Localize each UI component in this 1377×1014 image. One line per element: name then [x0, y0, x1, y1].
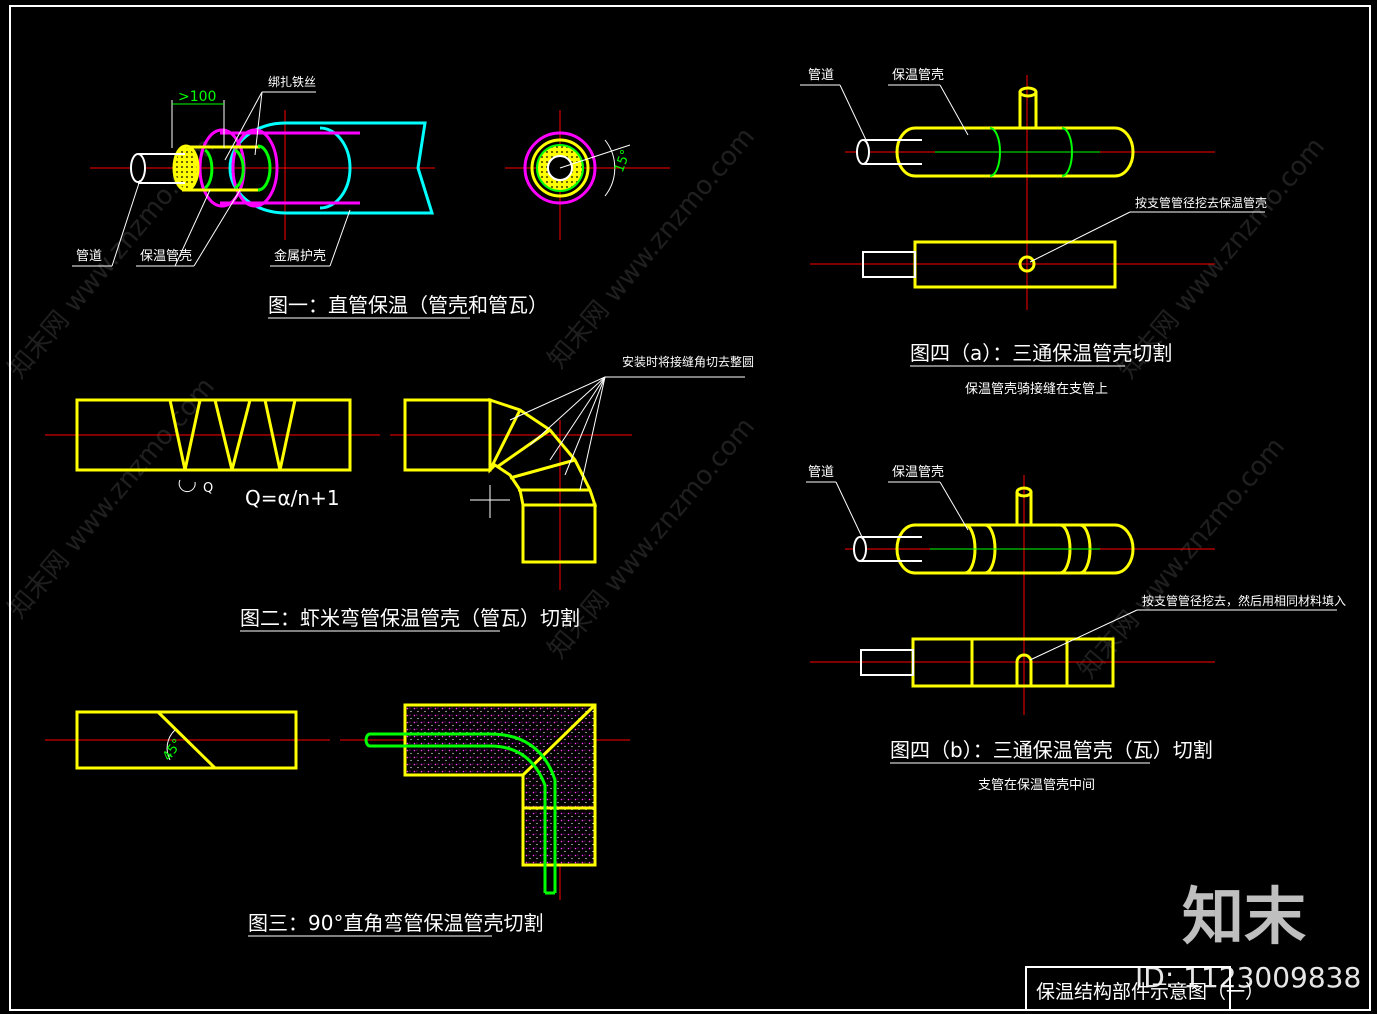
figure-2-shrimp-bend: Q Q=α/n+1 安装时将接缝角切去整圆 图二：虾米弯管保温管壳（管瓦）切割: [45, 354, 754, 632]
svg-text:知末网 www.znzmo.com: 知末网 www.znzmo.com: [1072, 432, 1291, 684]
svg-text:安装时将接缝角切去整圆: 安装时将接缝角切去整圆: [622, 354, 754, 369]
svg-text:保温管壳: 保温管壳: [892, 68, 944, 83]
svg-text:按支管管径挖去，然后用相同材料填入: 按支管管径挖去，然后用相同材料填入: [1142, 593, 1346, 608]
svg-text:保温管壳: 保温管壳: [892, 465, 944, 480]
svg-text:Q=α/n+1: Q=α/n+1: [245, 486, 340, 510]
figure-1-straight-pipe: >100 绑扎铁丝 管道 保温管壳 金属护壳 15° 图一：直管保温（管壳和管瓦…: [72, 75, 670, 319]
watermarks: 知末网 www.znzmo.com 知末网 www.znzmo.com 知末网 …: [2, 122, 1331, 684]
svg-text:图四（b）：三通保温管壳（瓦）切割: 图四（b）：三通保温管壳（瓦）切割: [890, 738, 1213, 762]
id-text: ID: 1123009838: [1135, 961, 1361, 994]
svg-text:15°: 15°: [612, 148, 634, 175]
svg-text:Q: Q: [203, 481, 213, 496]
svg-text:管道: 管道: [808, 68, 834, 83]
svg-text:图四（a）：三通保温管壳切割: 图四（a）：三通保温管壳切割: [910, 341, 1172, 365]
svg-text:支管在保温管壳中间: 支管在保温管壳中间: [978, 778, 1095, 793]
figure-4b-tee-tile: 管道 保温管壳 按支管管径挖去，然后用相同材料填入 图四（b）：三通保温管壳（瓦…: [806, 465, 1346, 793]
svg-text:知末网 www.znzmo.com: 知末网 www.znzmo.com: [2, 372, 221, 624]
svg-text:按支管管径挖去保温管壳: 按支管管径挖去保温管壳: [1135, 195, 1267, 210]
svg-text:图一：直管保温（管壳和管瓦）: 图一：直管保温（管壳和管瓦）: [268, 293, 548, 317]
svg-text:保温管壳骑接缝在支管上: 保温管壳骑接缝在支管上: [965, 381, 1108, 397]
logo: 知末: [1182, 880, 1306, 953]
title-block: 保温结构部件示意图（一）: [1025, 966, 1264, 1011]
svg-text:管道: 管道: [808, 465, 834, 480]
svg-text:保温结构部件示意图（一）: 保温结构部件示意图（一）: [1036, 981, 1264, 1003]
figure-4a-tee-shell: 管道 保温管壳 按支管管径挖去保温管壳 图四（a）：三通保温管壳切割 保温管壳骑…: [800, 68, 1267, 397]
svg-text:图二：虾米弯管保温管壳（管瓦）切割: 图二：虾米弯管保温管壳（管瓦）切割: [240, 606, 580, 630]
svg-text:金属护壳: 金属护壳: [274, 248, 326, 264]
drawing-frame: [9, 5, 1371, 1011]
svg-text:绑扎铁丝: 绑扎铁丝: [268, 75, 316, 89]
svg-text:管道: 管道: [76, 249, 102, 264]
svg-text:>100: >100: [178, 89, 216, 105]
figure-3-right-angle-bend: 45° 图三：90°直角弯管保温管壳切割: [45, 703, 630, 937]
svg-text:图三：90°直角弯管保温管壳切割: 图三：90°直角弯管保温管壳切割: [248, 911, 543, 935]
svg-text:保温管壳: 保温管壳: [140, 249, 192, 264]
